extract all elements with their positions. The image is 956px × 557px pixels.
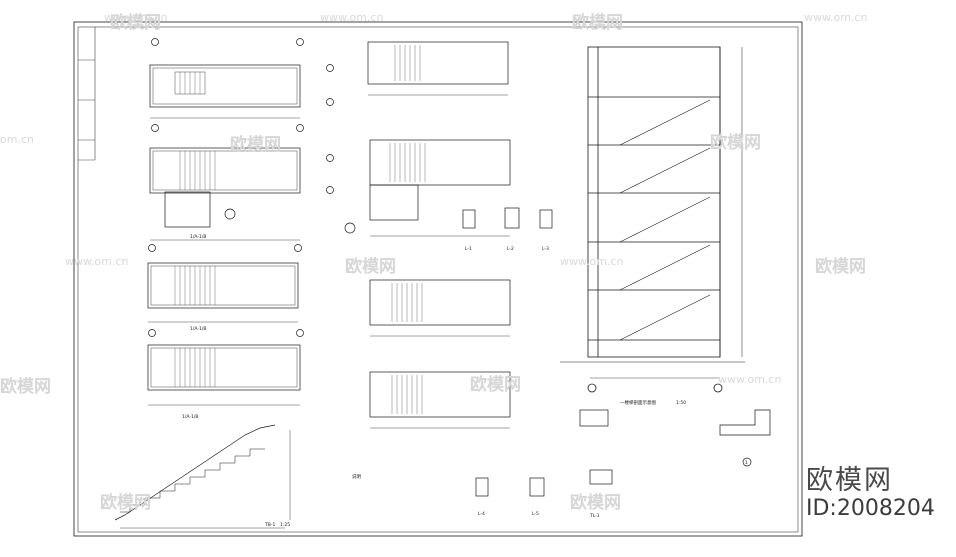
detail-1: [719, 409, 771, 467]
stair-section: [560, 46, 745, 393]
watermark-name: 欧模网: [0, 377, 51, 397]
plan-group-left: [147, 38, 334, 406]
beam-tl1-label: TL-1: [589, 513, 600, 519]
watermark-name: 欧模网: [470, 375, 521, 395]
plan-group-mid: [344, 41, 613, 497]
watermark-site: www.om.cn: [718, 373, 782, 386]
plan-label-a: 1/A-1/B: [190, 234, 206, 240]
beam-l4-label: L-4: [478, 511, 485, 517]
plan-label-c: 1/A-1/B: [182, 414, 198, 420]
beam-l2-label: L-2: [507, 246, 514, 252]
label-group: 1/A-1/B 1/A-1/B 1/A-1/B TB-1 1:25 L-1 L-…: [182, 234, 748, 528]
brand-id: ID:2008204: [806, 496, 935, 521]
watermark-name: 欧模网: [230, 135, 281, 155]
stair-label: TB-1: [264, 522, 275, 528]
watermark-fragment: om.cn: [0, 133, 34, 146]
beam-l5-label: L-5: [532, 511, 539, 517]
notes-title: 说明: [352, 473, 361, 480]
watermark-site: www.om.cn: [804, 11, 868, 24]
watermark-name: 欧模网: [570, 493, 621, 513]
watermark-site: www.om.cn: [104, 11, 168, 24]
section-scale: 1:50: [676, 400, 686, 406]
watermark-name: 欧模网: [815, 257, 866, 277]
watermark-name: 欧模网: [710, 133, 761, 153]
beam-l1-label: L-1: [465, 246, 472, 252]
section-title: 一楼梯剖面示意图: [620, 399, 656, 406]
watermark-site: www.om.cn: [65, 255, 129, 268]
watermark-site: www.om.cn: [560, 255, 624, 268]
beam-l3-label: L-3: [542, 246, 549, 252]
brand-name: 欧模网: [806, 465, 893, 496]
stair-scale: 1:25: [280, 522, 290, 528]
watermark-name: 欧模网: [345, 257, 396, 277]
watermark-name: 欧模网: [110, 13, 161, 33]
watermark-site: www.om.cn: [320, 11, 384, 24]
stair-elevation: [114, 424, 291, 529]
watermark-name: 欧模网: [100, 493, 151, 513]
sheet-frame: [73, 21, 803, 537]
detail-number: 1: [745, 460, 748, 466]
watermark-name: 欧模网: [572, 13, 623, 33]
plan-label-b: 1/A-1/B: [190, 326, 206, 332]
